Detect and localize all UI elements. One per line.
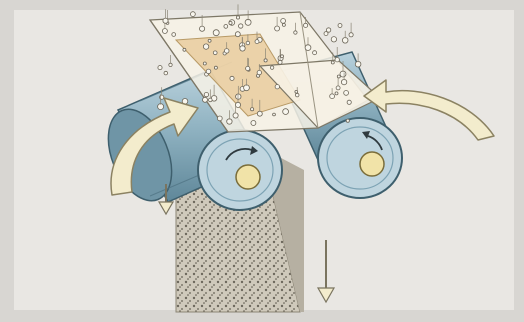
powder-particle xyxy=(294,31,297,34)
powder-particle xyxy=(275,85,279,89)
powder-particle xyxy=(246,41,250,45)
powder-particle xyxy=(158,66,162,70)
powder-particle xyxy=(257,111,262,116)
right-roller-hub xyxy=(360,152,384,176)
powder-particle xyxy=(224,25,228,29)
powder-particle xyxy=(246,66,250,70)
powder-particle xyxy=(344,91,349,96)
powder-particle xyxy=(239,24,243,28)
powder-particle xyxy=(331,37,336,42)
powder-particle xyxy=(324,32,328,36)
powder-particle xyxy=(191,12,196,17)
powder-particle xyxy=(295,90,298,93)
powder-particle xyxy=(235,32,240,37)
powder-particle xyxy=(214,66,217,69)
powder-particle xyxy=(209,98,213,102)
powder-particle xyxy=(313,51,317,55)
powder-particle xyxy=(275,26,280,31)
powder-particle xyxy=(240,46,245,51)
powder-particle xyxy=(206,69,211,74)
powder-particle xyxy=(236,16,239,19)
powder-particle xyxy=(230,76,234,80)
powder-particle xyxy=(164,71,168,75)
powder-particle xyxy=(278,60,282,64)
powder-particle xyxy=(355,61,361,67)
powder-particle xyxy=(304,23,308,27)
powder-particle xyxy=(283,109,289,115)
powder-particle xyxy=(281,19,286,24)
powder-particle xyxy=(349,33,353,37)
powder-particle xyxy=(273,113,276,116)
powder-particle xyxy=(203,97,208,102)
powder-particle xyxy=(342,38,348,44)
powder-particle xyxy=(341,79,346,84)
right-roller-end-face xyxy=(318,118,402,198)
powder-particle xyxy=(330,94,335,99)
powder-particle xyxy=(204,92,208,96)
powder-particle xyxy=(163,18,168,23)
powder-particle xyxy=(336,86,340,90)
powder-particle xyxy=(162,29,167,34)
powder-particle xyxy=(217,116,222,121)
powder-particle xyxy=(233,113,238,118)
powder-particle xyxy=(281,55,284,58)
powder-particle xyxy=(331,61,334,64)
powder-particle xyxy=(335,58,339,62)
powder-particle xyxy=(160,95,164,99)
powder-particle xyxy=(346,119,349,122)
powder-particle xyxy=(251,121,256,126)
powder-particle xyxy=(255,40,259,44)
powder-particle xyxy=(227,119,232,124)
powder-particle xyxy=(183,48,186,51)
powder-particle xyxy=(264,59,267,62)
powder-particle xyxy=(251,108,254,111)
powder-particle xyxy=(235,102,240,107)
powder-particle xyxy=(203,44,208,49)
powder-particle xyxy=(257,70,261,74)
powder-particle xyxy=(270,66,273,69)
powder-particle xyxy=(203,62,206,65)
powder-particle xyxy=(213,30,219,36)
powder-particle xyxy=(347,100,351,104)
left-roller-hub xyxy=(236,165,260,189)
powder-particle xyxy=(213,51,217,55)
powder-particle xyxy=(172,33,176,37)
powder-particle xyxy=(335,92,338,95)
powder-particle xyxy=(282,23,285,26)
powder-particle xyxy=(200,26,205,31)
powder-particle xyxy=(208,39,211,42)
powder-particle xyxy=(295,93,299,97)
powder-particle xyxy=(169,63,172,66)
powder-particle xyxy=(338,24,342,28)
powder-particle xyxy=(224,49,229,54)
powder-particle xyxy=(229,21,232,24)
